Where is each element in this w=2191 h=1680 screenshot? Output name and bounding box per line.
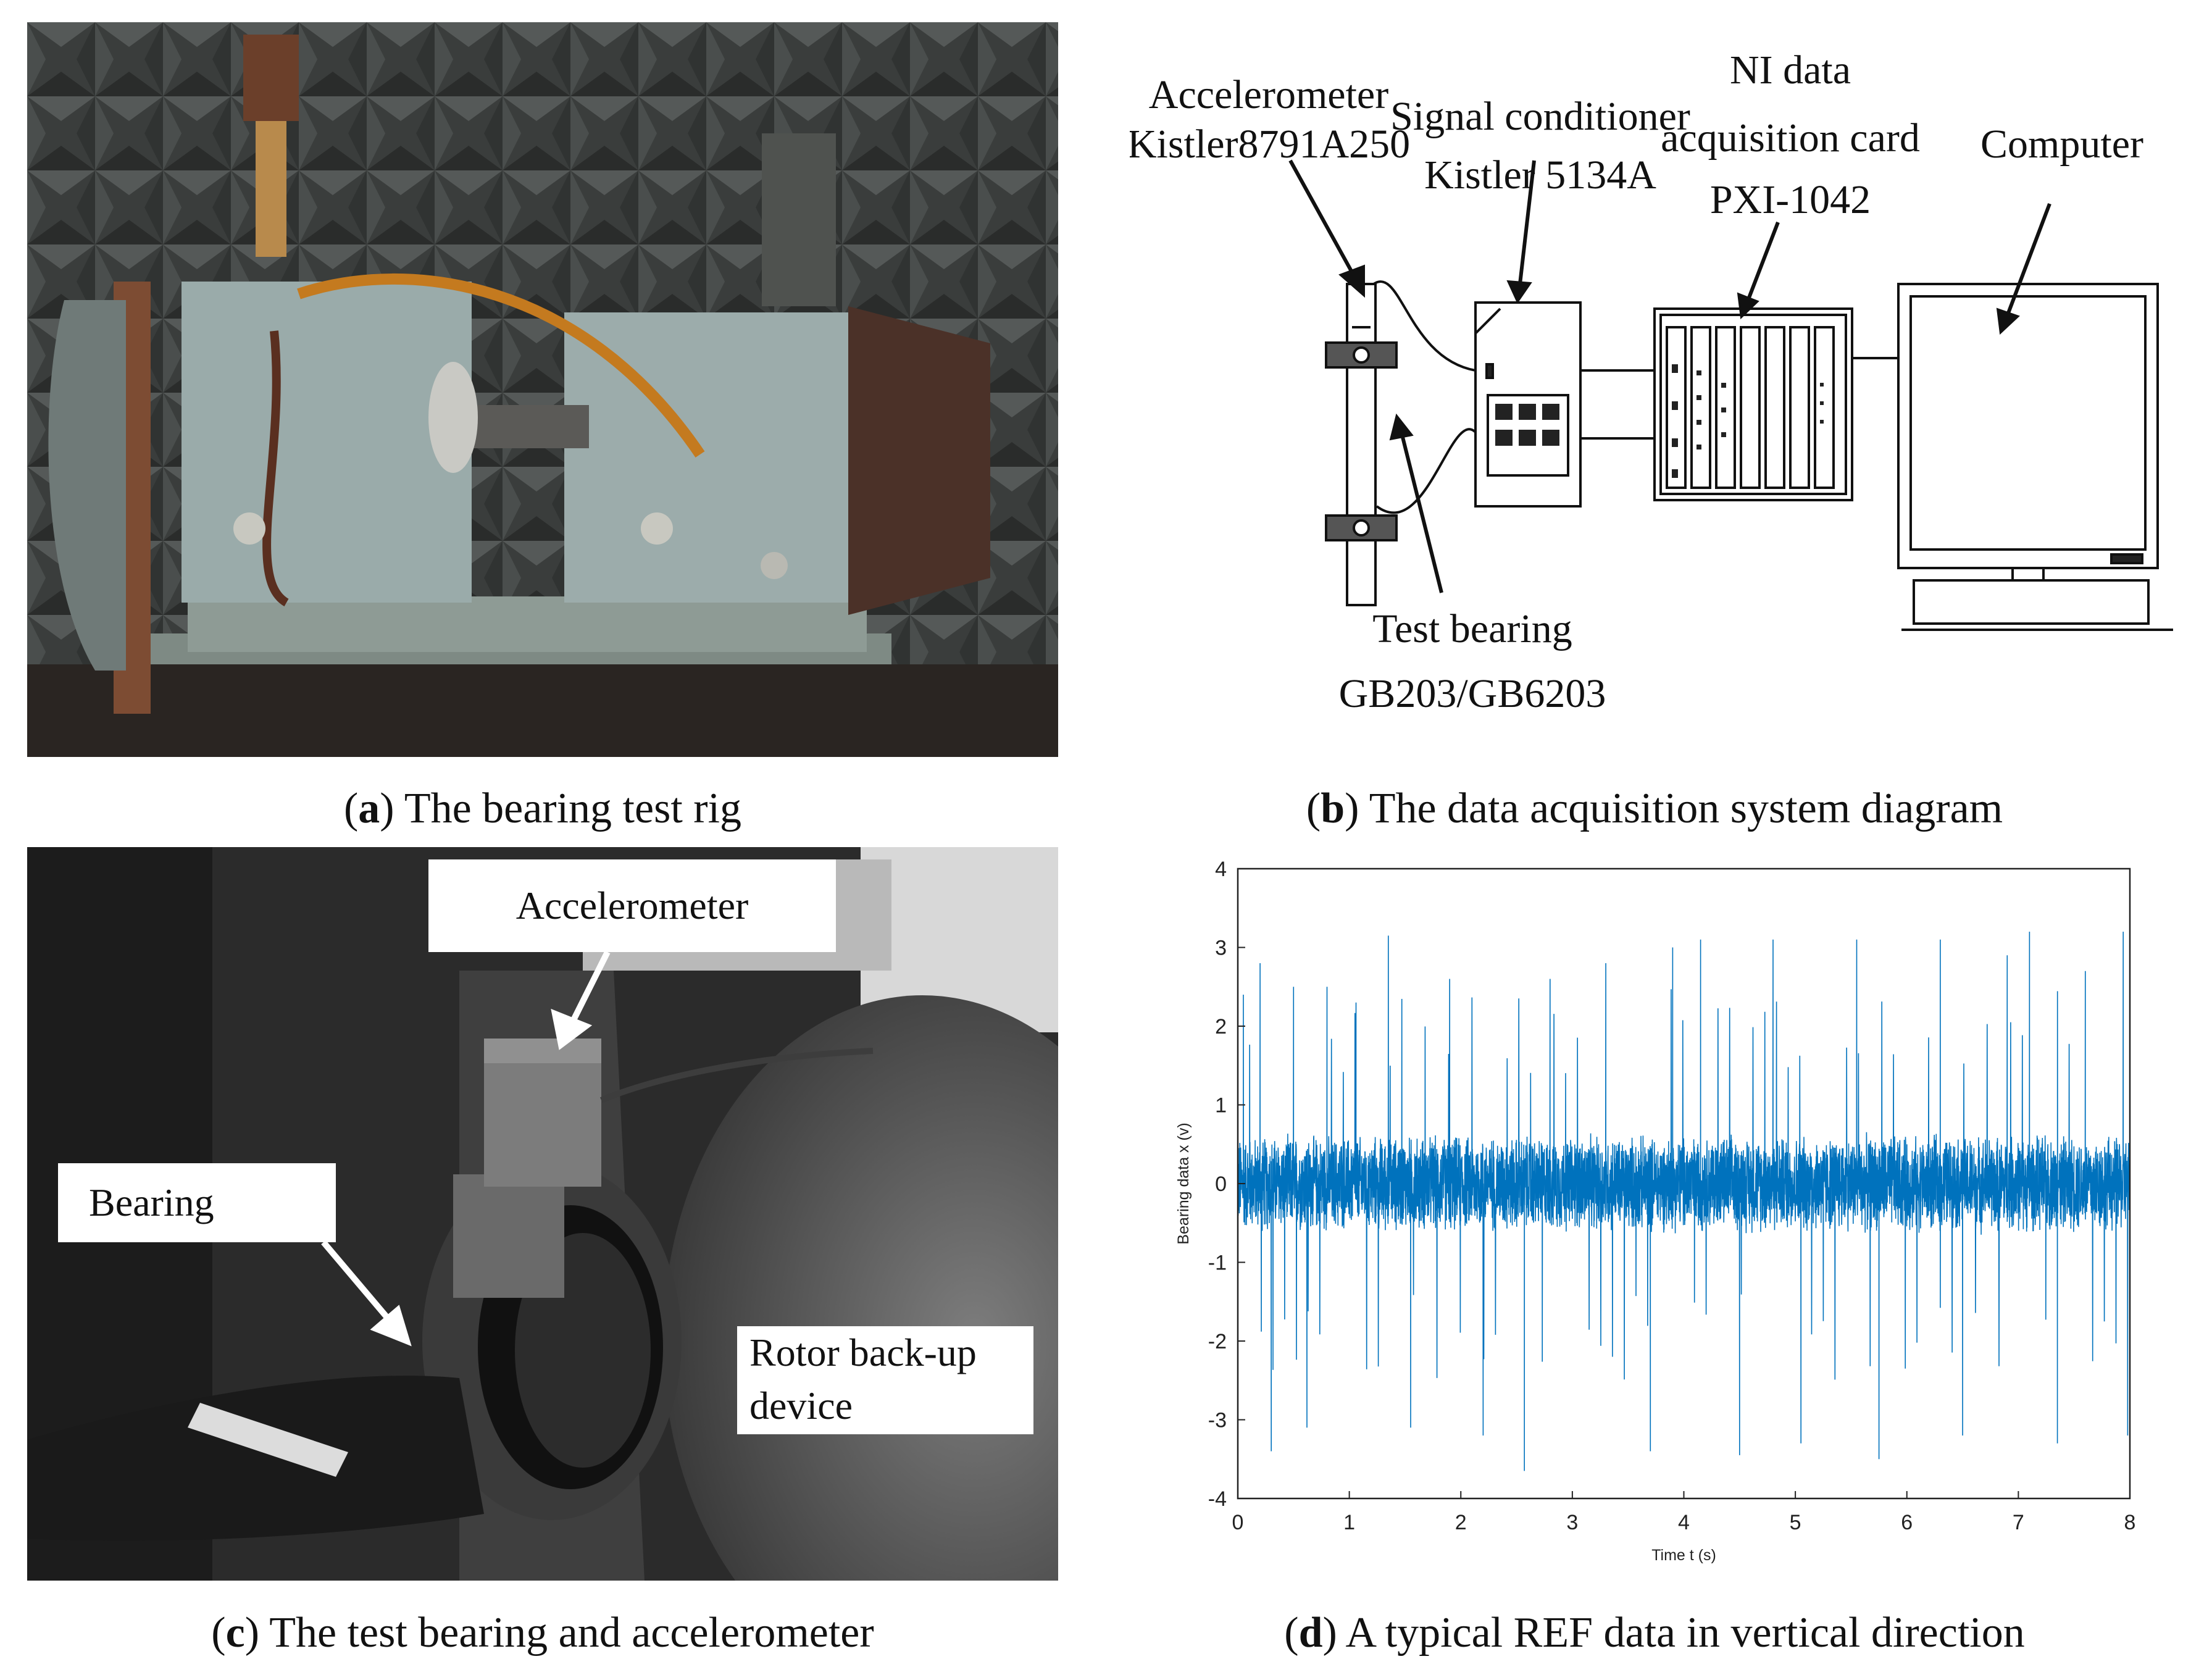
panel-letter-d: d	[1298, 1609, 1323, 1657]
label-test-bearing-model: GB203/GB6203	[1339, 671, 1606, 716]
callout-bearing-text: Bearing	[89, 1181, 214, 1224]
caption-d: (d) A typical REF data in vertical direc…	[1284, 1609, 2025, 1657]
callout-rotor-text-2: device	[749, 1384, 853, 1427]
y-axis-label: Bearing data x (v)	[1175, 1122, 1192, 1244]
label-accelerometer: Accelerometer	[1149, 72, 1388, 117]
x-tick-label: 6	[1901, 1511, 1913, 1534]
acquisition-diagram-svg: Accelerometer Kistler8791A250 Signal con…	[1130, 48, 2173, 716]
label-test-bearing: Test bearing	[1372, 606, 1572, 651]
label-ni-data: NI data	[1730, 48, 1851, 93]
label-ni-acquisition-card: acquisition card	[1661, 115, 1920, 161]
label-accelerometer-model: Kistler8791A250	[1130, 122, 1410, 167]
photo-bearing-accelerometer: Accelerometer Bearing Rotor back-up devi…	[27, 847, 1058, 1581]
caption-text-b: The data acquisition system diagram	[1369, 785, 2003, 832]
panel-letter-c: c	[225, 1609, 245, 1657]
caption-text-d: A typical REF data in vertical direction	[1345, 1609, 2025, 1657]
panel-letter-a: a	[358, 785, 380, 832]
callout-bearing: Bearing	[58, 1163, 336, 1242]
label-signal-conditioner-model: Kistler 5134A	[1424, 153, 1656, 198]
x-tick-label: 0	[1232, 1511, 1244, 1534]
callout-arrows	[321, 950, 611, 1347]
bearing-shaft-shape	[1346, 283, 1377, 606]
signal-chart-svg: 0 1 2 3 4 5 6 7 8 -4 -3 -2 -1 0 1 2 3 4 Time t (s) Bearin…	[1175, 858, 2136, 1564]
x-tick-label: 8	[2124, 1511, 2136, 1534]
y-tick-label: 4	[1215, 858, 1227, 881]
y-tick-label: -4	[1208, 1487, 1227, 1511]
panel-letter-b: b	[1321, 785, 1345, 832]
x-tick-label: 3	[1566, 1511, 1578, 1534]
label-ni-model: PXI-1042	[1710, 177, 1871, 222]
label-computer: Computer	[1980, 122, 2143, 167]
computer-monitor-shape	[1897, 283, 2159, 569]
caption-c: (c) The test bearing and accelerometer	[211, 1609, 874, 1657]
signal-series-line	[1237, 931, 2130, 1471]
label-signal-conditioner: Signal conditioner	[1390, 94, 1690, 139]
photo-test-rig	[27, 22, 1058, 757]
x-tick-label: 4	[1678, 1511, 1690, 1534]
caption-text-c: The test bearing and accelerometer	[269, 1609, 874, 1657]
y-tick-label: -2	[1208, 1330, 1227, 1353]
callout-accelerometer: Accelerometer	[428, 859, 836, 952]
y-tick-label: -3	[1208, 1409, 1227, 1432]
callout-accelerometer-text: Accelerometer	[515, 884, 749, 927]
ni-chassis-shape	[1653, 307, 1853, 501]
callout-rotor-text-1: Rotor back-up	[749, 1331, 977, 1374]
caption-b: (b) The data acquisition system diagram	[1306, 785, 2003, 832]
y-tick-label: 1	[1215, 1094, 1227, 1118]
y-tick-label: 2	[1215, 1015, 1227, 1039]
caption-a: (a) The bearing test rig	[343, 785, 742, 832]
signal-chart: 0 1 2 3 4 5 6 7 8 -4 -3 -2 -1 0 1 2 3 4 Time t (s) Bearin…	[1130, 847, 2179, 1581]
x-tick-label: 7	[2013, 1511, 2024, 1534]
acquisition-diagram: Accelerometer Kistler8791A250 Signal con…	[1130, 37, 2179, 741]
test-rig-illustration	[27, 22, 1058, 757]
caption-text-a: The bearing test rig	[404, 785, 742, 832]
callout-rotor-backup: Rotor back-up device	[737, 1326, 1033, 1434]
x-tick-label: 5	[1790, 1511, 1801, 1534]
x-tick-label: 2	[1455, 1511, 1467, 1534]
x-tick-label: 1	[1343, 1511, 1355, 1534]
y-tick-label: 3	[1215, 937, 1227, 960]
signal-conditioner-shape	[1474, 301, 1582, 508]
y-tick-label: 0	[1215, 1172, 1227, 1196]
x-axis-label: Time t (s)	[1651, 1547, 1716, 1564]
y-tick-label: -1	[1208, 1252, 1227, 1275]
